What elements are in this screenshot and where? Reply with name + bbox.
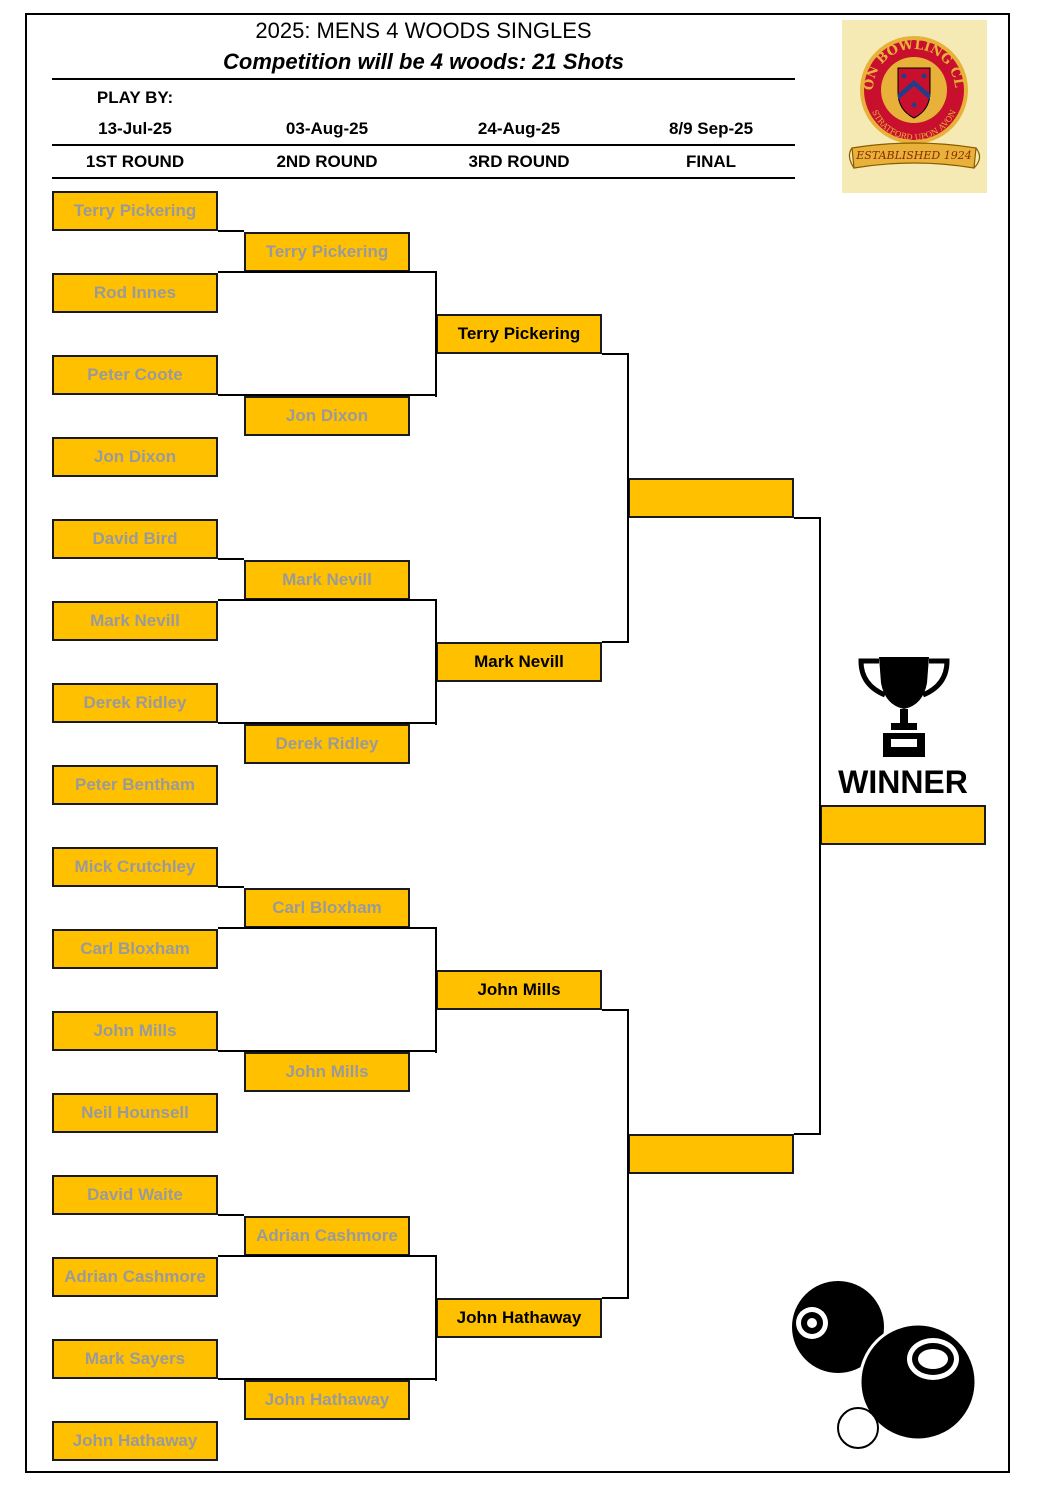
round3-player-1: Terry Pickering	[436, 314, 602, 354]
round1-player-10: Carl Bloxham	[52, 929, 218, 969]
final-player-1	[628, 478, 794, 518]
round1-player-2: Rod Innes	[52, 273, 218, 313]
bracket-connector	[435, 927, 437, 1053]
round-name-final: FINAL	[685, 152, 737, 171]
bracket-connector	[819, 517, 821, 1135]
round1-player-11: John Mills	[52, 1011, 218, 1051]
round1-player-3: Peter Coote	[52, 355, 218, 395]
page-border	[25, 13, 1010, 1473]
round1-player-5: David Bird	[52, 519, 218, 559]
final-player-2	[628, 1134, 794, 1174]
bracket-connector	[218, 722, 436, 724]
round1-player-1: Terry Pickering	[52, 191, 218, 231]
winner-box	[820, 805, 986, 845]
bowls-icon	[790, 1275, 985, 1455]
header-rule-bottom	[52, 177, 795, 179]
page-subtitle: Competition will be 4 woods: 21 Shots	[223, 49, 624, 74]
bracket-connector	[218, 886, 244, 888]
bracket-connector	[218, 599, 436, 601]
bracket-connector	[627, 353, 629, 643]
header-rule-top	[52, 78, 795, 80]
round2-player-2: Jon Dixon	[244, 396, 410, 436]
bracket-connector	[602, 641, 628, 643]
bracket-connector	[602, 353, 628, 355]
trophy-icon	[855, 653, 953, 761]
bracket-connector	[218, 1378, 436, 1380]
bracket-connector	[435, 271, 437, 397]
bracket-connector	[627, 1009, 629, 1299]
round3-player-2: Mark Nevill	[436, 642, 602, 682]
round1-player-4: Jon Dixon	[52, 437, 218, 477]
bracket-connector	[218, 1050, 436, 1052]
round1-player-9: Mick Crutchley	[52, 847, 218, 887]
header-rule-middle	[52, 144, 795, 146]
bracket-connector	[218, 271, 436, 273]
bracket-connector	[218, 1255, 436, 1257]
bracket-connector	[602, 1297, 628, 1299]
round-name-3: 3RD ROUND	[468, 152, 570, 171]
round2-player-4: Derek Ridley	[244, 724, 410, 764]
round2-player-1: Terry Pickering	[244, 232, 410, 272]
round1-player-6: Mark Nevill	[52, 601, 218, 641]
svg-text:ESTABLISHED 1924: ESTABLISHED 1924	[855, 149, 971, 162]
round-date-final: 8/9 Sep-25	[668, 119, 754, 138]
page-title: 2025: MENS 4 WOODS SINGLES	[255, 18, 592, 43]
round2-player-7: Adrian Cashmore	[244, 1216, 410, 1256]
bracket-connector	[218, 1214, 244, 1216]
bracket-connector	[435, 599, 437, 725]
round1-player-13: David Waite	[52, 1175, 218, 1215]
bracket-connector	[218, 394, 436, 396]
round-date-1: 13-Jul-25	[98, 119, 172, 138]
round2-player-8: John Hathaway	[244, 1380, 410, 1420]
bracket-connector	[218, 927, 436, 929]
bracket-connector	[218, 558, 244, 560]
winner-label: WINNER	[838, 764, 968, 800]
round-date-2: 03-Aug-25	[285, 119, 369, 138]
play-by-label: PLAY BY:	[96, 88, 174, 107]
club-logo: AVON BOWLING CLUB STRATFORD UPON AVON ES…	[836, 9, 987, 193]
round1-player-14: Adrian Cashmore	[52, 1257, 218, 1297]
round1-player-8: Peter Bentham	[52, 765, 218, 805]
round1-player-16: John Hathaway	[52, 1421, 218, 1461]
round-date-3: 24-Aug-25	[477, 119, 561, 138]
round-name-1: 1ST ROUND	[85, 152, 185, 171]
round1-player-12: Neil Hounsell	[52, 1093, 218, 1133]
round1-player-15: Mark Sayers	[52, 1339, 218, 1379]
round-name-2: 2ND ROUND	[276, 152, 378, 171]
round1-player-7: Derek Ridley	[52, 683, 218, 723]
round2-player-5: Carl Bloxham	[244, 888, 410, 928]
round3-player-4: John Hathaway	[436, 1298, 602, 1338]
bracket-connector	[794, 517, 820, 519]
bracket-connector	[435, 1255, 437, 1381]
bracket-connector	[218, 230, 244, 232]
round2-player-3: Mark Nevill	[244, 560, 410, 600]
round2-player-6: John Mills	[244, 1052, 410, 1092]
round3-player-3: John Mills	[436, 970, 602, 1010]
bracket-connector	[602, 1009, 628, 1011]
bracket-connector	[794, 1133, 820, 1135]
